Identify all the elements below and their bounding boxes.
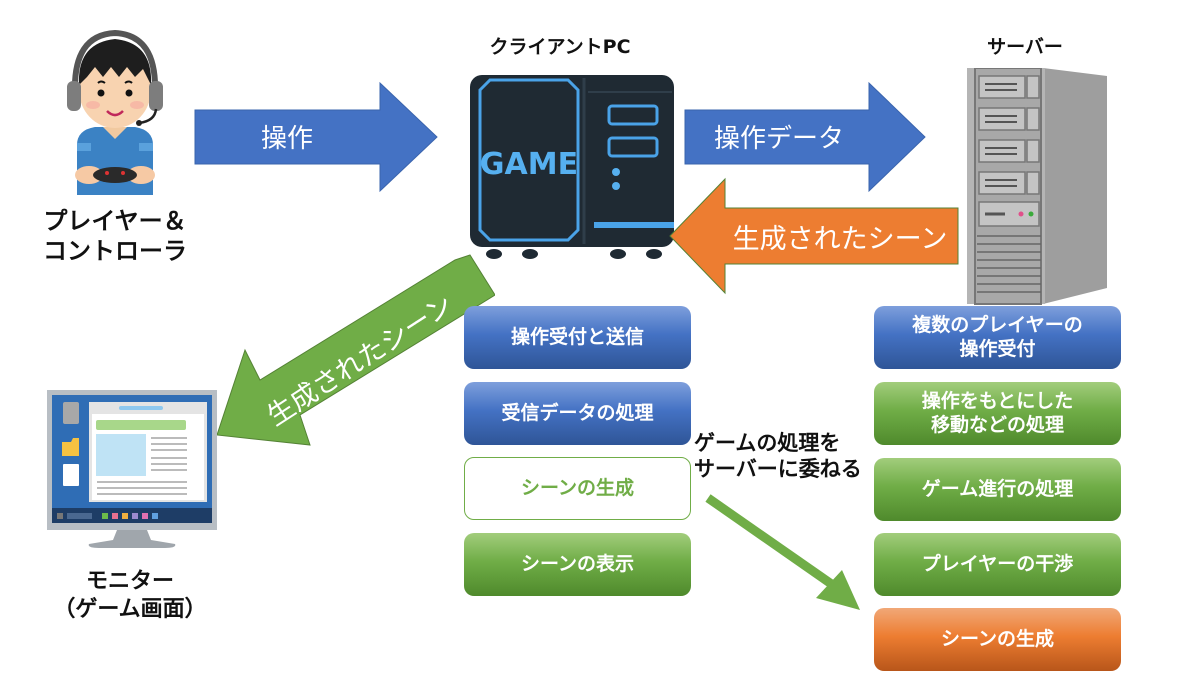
- client-step-label: シーンの生成: [520, 476, 635, 499]
- client-step-scene-generation: シーンの生成: [464, 457, 691, 520]
- player-label-line1: プレイヤー＆: [43, 207, 187, 235]
- client-step-label: シーンの表示: [520, 552, 635, 575]
- server-step-game-progress: ゲーム進行の処理: [874, 458, 1121, 521]
- operation-data-arrow: 操作データ: [684, 81, 926, 193]
- delegate-note-line1: ゲームの処理を: [694, 431, 841, 455]
- client-step-operation-send: 操作受付と送信: [464, 306, 691, 369]
- generated-scene-to-client-arrow: 生成されたシーン: [669, 177, 959, 295]
- server-step-label: プレイヤーの干渉: [921, 552, 1074, 575]
- server-step-label-line2: 操作受付: [959, 337, 1036, 360]
- server-step-label: ゲーム進行の処理: [921, 477, 1074, 500]
- server-tower-icon: [967, 68, 1107, 305]
- delegate-note-line2: サーバーに委ねる: [694, 457, 862, 482]
- operation-arrow: 操作: [194, 81, 438, 193]
- client-pc-illustration: GAME: [470, 75, 674, 259]
- server-step-label: シーンの生成: [940, 627, 1055, 650]
- player-label: プレイヤー＆ コントローラ: [30, 206, 200, 266]
- server-step-receive-operations: 複数のプレイヤーの操作受付: [874, 306, 1121, 369]
- server-step-label-line1: 複数のプレイヤーの: [912, 313, 1083, 336]
- player-label-line2: コントローラ: [43, 237, 187, 265]
- delegate-arrow: [705, 494, 860, 610]
- monitor-label-line2: （ゲーム画面）: [53, 596, 207, 622]
- client-pc-title: クライアントPC: [489, 36, 631, 58]
- game-pc-icon: GAME: [470, 75, 674, 259]
- server-step-player-interaction: プレイヤーの干渉: [874, 533, 1121, 596]
- server-step-movement-processing: 操作をもとにした移動などの処理: [874, 382, 1121, 445]
- operation-data-arrow-label: 操作データ: [714, 124, 844, 154]
- monitor-label-line1: モニター: [85, 569, 174, 594]
- player-illustration: [67, 29, 163, 195]
- monitor-label: モニター （ゲーム画面）: [30, 568, 230, 623]
- generated-scene-to-monitor-arrow: 生成されたシーン: [216, 254, 495, 446]
- server-step-label-line2: 移動などの処理: [930, 413, 1064, 436]
- delegate-note: ゲームの処理を サーバーに委ねる: [694, 430, 862, 483]
- arrow-diagonal-icon: [705, 494, 860, 610]
- client-step-label: 操作受付と送信: [510, 325, 644, 348]
- server-title: サーバー: [987, 36, 1063, 58]
- monitor-icon: [47, 390, 217, 548]
- generated-scene-to-client-label: 生成されたシーン: [733, 224, 948, 255]
- client-step-process-received: 受信データの処理: [464, 382, 691, 445]
- client-step-label: 受信データの処理: [501, 401, 654, 424]
- client-step-scene-display: シーンの表示: [464, 533, 691, 596]
- game-screen-label: GAME: [480, 147, 578, 182]
- server-step-label-line1: 操作をもとにした: [921, 389, 1074, 412]
- player-icon: [67, 29, 163, 195]
- operation-arrow-label: 操作: [261, 124, 313, 154]
- server-step-scene-generation: シーンの生成: [874, 608, 1121, 671]
- server-illustration: [967, 68, 1107, 305]
- monitor-illustration: [47, 390, 217, 548]
